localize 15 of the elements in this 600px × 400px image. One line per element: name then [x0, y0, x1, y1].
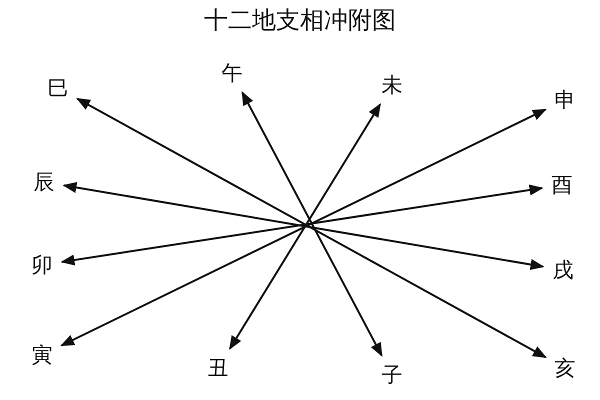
branch-label: 辰 — [30, 168, 58, 196]
branch-label: 酉 — [548, 171, 576, 199]
branch-label: 丑 — [204, 354, 232, 382]
double-headed-arrow — [241, 91, 383, 357]
branch-label: 卯 — [28, 251, 56, 279]
branch-label: 未 — [378, 71, 406, 99]
branch-label: 申 — [551, 86, 579, 114]
branch-label: 亥 — [551, 354, 579, 382]
branch-label: 巳 — [44, 74, 72, 102]
double-headed-arrow — [228, 103, 382, 350]
branch-label: 戌 — [549, 256, 577, 284]
diagram-title: 十二地支相冲附图 — [204, 5, 396, 36]
branch-label: 午 — [218, 59, 246, 87]
branch-label: 子 — [378, 361, 406, 389]
branch-label: 寅 — [28, 341, 56, 369]
